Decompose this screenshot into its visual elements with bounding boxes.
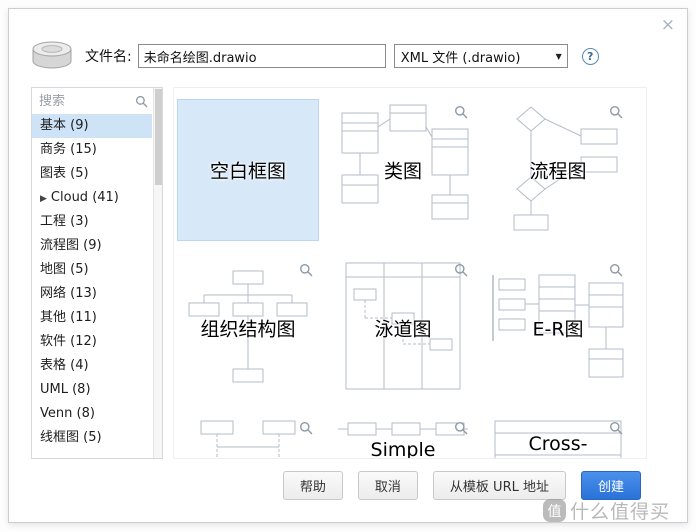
sidebar-item-label: 商务 (15) [40, 142, 97, 157]
sidebar-item-software[interactable]: 软件 (12) [32, 330, 152, 354]
close-icon[interactable]: × [660, 15, 675, 35]
sequence-preview [200, 420, 296, 458]
template-label: 空白框图 [209, 160, 286, 183]
sidebar-item-label: 网络 (13) [40, 286, 97, 301]
scrollbar-thumb[interactable] [155, 89, 162, 185]
search-row [32, 88, 162, 114]
simple-preview [338, 422, 468, 436]
zoom-icon[interactable] [454, 263, 468, 277]
sidebar-item-label: 基本 (9) [40, 118, 89, 133]
category-list: 基本 (9) 商务 (15) 图表 (5) ▶Cloud (41) 工程 (3)… [32, 114, 152, 450]
template-swimlane[interactable]: 泳道图 [332, 257, 474, 399]
filename-label: 文件名: [85, 49, 132, 65]
watermark: 值 什么值得买 [542, 497, 670, 524]
zoom-icon[interactable] [454, 421, 468, 435]
template-class-diagram[interactable]: 类图 [332, 99, 474, 241]
disk-icon [32, 41, 72, 69]
search-input[interactable] [39, 93, 135, 109]
new-diagram-dialog: × 文件名: XML 文件 (.drawio) ▼ ? 基本 (9) 商务 (1… [8, 8, 688, 523]
template-flowchart[interactable]: 流程图 [487, 99, 629, 241]
dialog-footer: 帮助 取消 从模板 URL 地址 创建 [282, 471, 641, 500]
template-cross-functional[interactable]: Cross- [487, 415, 629, 458]
flowchart-preview [513, 106, 618, 231]
template-simple-flowchart[interactable]: Simple [332, 415, 474, 459]
help-button[interactable]: 帮助 [282, 471, 343, 500]
template-area: 空白框图 类 [173, 87, 647, 459]
template-label: Simple [370, 439, 436, 459]
zoom-icon[interactable] [299, 263, 313, 277]
category-sidebar: 基本 (9) 商务 (15) 图表 (5) ▶Cloud (41) 工程 (3)… [31, 87, 163, 459]
from-template-url-button[interactable]: 从模板 URL 地址 [432, 471, 566, 500]
cross-functional-preview [494, 420, 622, 458]
sidebar-item-engineering[interactable]: 工程 (3) [32, 210, 152, 234]
template-label: 泳道图 [374, 318, 432, 341]
sidebar-item-label: 地图 (5) [40, 262, 89, 277]
sidebar-item-label: Cloud (41) [50, 190, 119, 205]
sidebar-item-venn[interactable]: Venn (8) [32, 402, 152, 426]
template-er-diagram[interactable]: E-R图 [487, 257, 629, 399]
zoom-icon[interactable] [609, 421, 623, 435]
sidebar-item-other[interactable]: 其他 (11) [32, 306, 152, 330]
sidebar-scrollbar[interactable] [153, 88, 162, 458]
sidebar-item-label: 工程 (3) [40, 214, 89, 229]
smzdm-logo: 值 [542, 499, 566, 522]
sidebar-item-flowcharts[interactable]: 流程图 (9) [32, 234, 152, 258]
zoom-icon[interactable] [609, 263, 623, 277]
sidebar-item-tables[interactable]: 表格 (4) [32, 354, 152, 378]
sidebar-item-network[interactable]: 网络 (13) [32, 282, 152, 306]
template-blank-diagram[interactable]: 空白框图 [177, 99, 319, 241]
sidebar-item-label: Venn (8) [40, 406, 95, 421]
template-org-chart[interactable]: 组织结构图 [177, 257, 319, 399]
template-label: E-R图 [532, 318, 584, 341]
sidebar-item-label: 流程图 (9) [40, 238, 102, 253]
template-label: 类图 [383, 160, 422, 183]
sidebar-item-maps[interactable]: 地图 (5) [32, 258, 152, 282]
sidebar-item-charts[interactable]: 图表 (5) [32, 162, 152, 186]
zoom-icon[interactable] [299, 421, 313, 435]
sidebar-item-uml[interactable]: UML (8) [32, 378, 152, 402]
filename-input[interactable] [137, 44, 386, 68]
template-label: Sequence [177, 455, 319, 458]
filetype-selected-value: XML 文件 (.drawio) [400, 50, 521, 66]
sidebar-item-label: 线框图 (5) [40, 430, 102, 445]
filename-row: 文件名: XML 文件 (.drawio) ▼ ? [29, 41, 599, 71]
sidebar-item-label: 其他 (11) [40, 310, 97, 325]
sidebar-item-label: UML (8) [40, 382, 91, 397]
swimlane-preview [345, 262, 461, 390]
template-sequence[interactable]: Sequence [177, 415, 319, 458]
help-icon[interactable]: ? [581, 47, 599, 65]
sidebar-item-business[interactable]: 商务 (15) [32, 138, 152, 162]
search-icon[interactable] [135, 95, 148, 108]
sidebar-item-cloud[interactable]: ▶Cloud (41) [32, 186, 152, 210]
er-diagram-preview [492, 274, 624, 378]
chevron-down-icon: ▼ [555, 51, 562, 61]
cancel-button[interactable]: 取消 [357, 471, 418, 500]
create-button[interactable]: 创建 [580, 471, 641, 500]
class-diagram-preview [341, 104, 469, 220]
template-label: 组织结构图 [200, 318, 296, 341]
sidebar-item-basic[interactable]: 基本 (9) [32, 114, 152, 138]
zoom-icon[interactable] [454, 105, 468, 119]
expander-icon[interactable]: ▶ [40, 194, 47, 204]
org-chart-preview [188, 270, 308, 383]
watermark-text: 什么值得买 [569, 501, 670, 523]
template-label: 流程图 [529, 160, 587, 183]
sidebar-item-label: 软件 (12) [40, 334, 97, 349]
zoom-icon[interactable] [609, 105, 623, 119]
sidebar-item-wireframes[interactable]: 线框图 (5) [32, 426, 152, 450]
sidebar-item-label: 图表 (5) [40, 166, 89, 181]
filetype-select[interactable]: XML 文件 (.drawio) ▼ [393, 44, 568, 68]
sidebar-item-label: 表格 (4) [40, 358, 89, 373]
template-label: Cross- [528, 433, 588, 455]
template-grid: 空白框图 类 [174, 88, 646, 459]
